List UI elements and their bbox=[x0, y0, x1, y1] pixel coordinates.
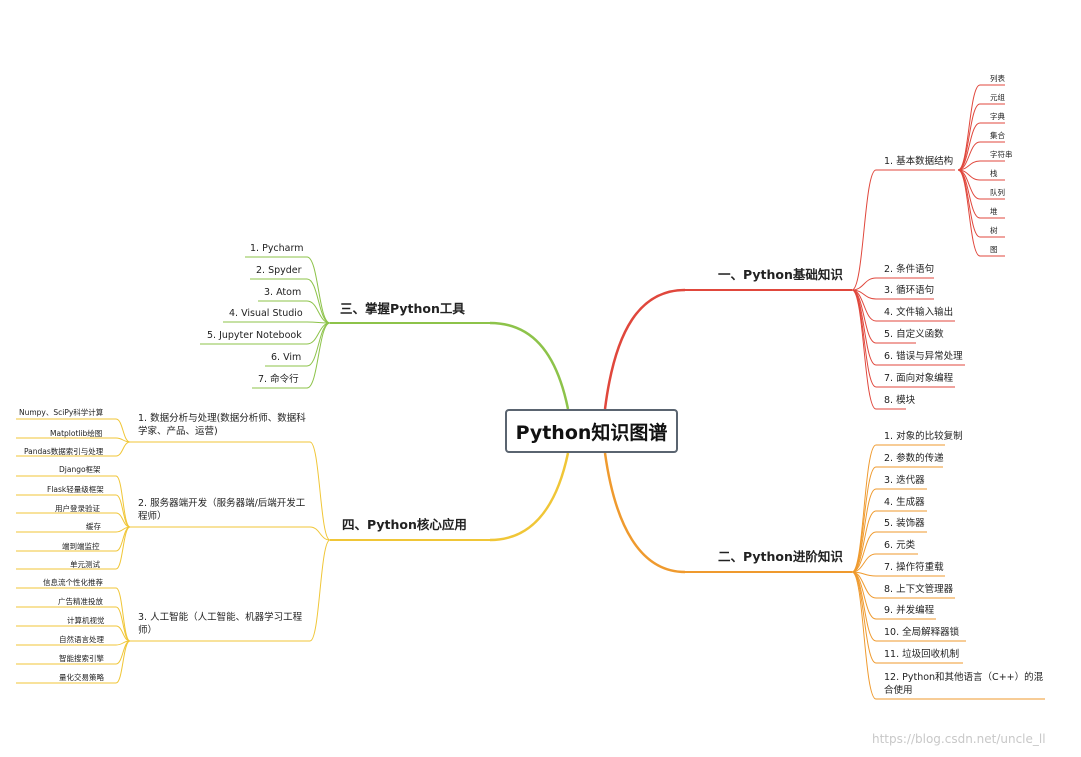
connector-b4-s3-leaf-6 bbox=[115, 640, 131, 684]
trunk-advanced bbox=[603, 452, 686, 574]
b2-item-3[interactable]: 3. 迭代器 bbox=[884, 475, 925, 486]
connector-b4-s1-leaf-2 bbox=[115, 437, 131, 443]
trunk-applications bbox=[489, 452, 570, 542]
root-label: Python知识图谱 bbox=[515, 421, 668, 444]
connector-b2-2 bbox=[851, 466, 877, 573]
connector-b2-12 bbox=[851, 571, 877, 700]
b4-s2-leaf-2[interactable]: Flask轻量级框架 bbox=[47, 485, 104, 494]
connector-b1-8 bbox=[851, 289, 877, 410]
b2-item-12[interactable]: 12. Python和其他语言（C++）的混合使用 bbox=[884, 672, 1044, 696]
b1-leaf-3[interactable]: 字典 bbox=[990, 112, 1005, 121]
connector-b1-1 bbox=[851, 169, 877, 291]
b4-s2-leaf-3[interactable]: 用户登录验证 bbox=[55, 504, 100, 513]
b1-leaf-6[interactable]: 栈 bbox=[990, 169, 998, 178]
b4-s2-leaf-4[interactable]: 缓存 bbox=[86, 522, 101, 531]
connector-b2-5 bbox=[851, 531, 877, 573]
b2-item-6[interactable]: 6. 元类 bbox=[884, 540, 916, 551]
connector-b3-1 bbox=[306, 256, 331, 324]
b4-s3-leaf-4[interactable]: 自然语言处理 bbox=[59, 635, 104, 644]
b1-leaf-2[interactable]: 元组 bbox=[990, 93, 1005, 102]
b3-item-4[interactable]: 4. Visual Studio bbox=[229, 308, 303, 319]
connector-b3-6 bbox=[306, 322, 331, 367]
connector-b4-s2-leaf-3 bbox=[115, 512, 131, 528]
connector-b3-3 bbox=[306, 300, 331, 324]
b1-leaf-9[interactable]: 树 bbox=[990, 226, 998, 235]
b3-item-2[interactable]: 2. Spyder bbox=[256, 265, 302, 276]
connector-b4-s3-leaf-2 bbox=[115, 606, 131, 642]
b2-item-9[interactable]: 9. 并发编程 bbox=[884, 605, 935, 616]
b3-item-3[interactable]: 3. Atom bbox=[264, 287, 302, 298]
trunk-basics bbox=[603, 288, 686, 410]
connector-b4-s1-leaf-3 bbox=[115, 441, 131, 457]
root-topic[interactable]: Python知识图谱 bbox=[505, 409, 678, 453]
b1-leaf-8[interactable]: 堆 bbox=[990, 207, 998, 216]
trunk-tools bbox=[489, 321, 570, 410]
connector-b3-2 bbox=[306, 278, 331, 324]
b1-item-4[interactable]: 4. 文件输入输出 bbox=[884, 307, 954, 318]
b2-item-8[interactable]: 8. 上下文管理器 bbox=[884, 584, 954, 595]
b4-s3-leaf-1[interactable]: 信息流个性化推荐 bbox=[43, 578, 103, 587]
b3-item-1[interactable]: 1. Pycharm bbox=[250, 243, 304, 254]
connector-b1-leaf-10 bbox=[957, 169, 981, 257]
connector-b4-s3-leaf-3 bbox=[115, 625, 131, 642]
b1-leaf-4[interactable]: 集合 bbox=[990, 131, 1005, 140]
branch-advanced[interactable]: 二、Python进阶知识 bbox=[718, 549, 843, 564]
b1-leaf-1[interactable]: 列表 bbox=[990, 74, 1005, 83]
b4-s2-leaf-1[interactable]: Django框架 bbox=[59, 465, 101, 474]
b4-s3-leaf-6[interactable]: 量化交易策略 bbox=[59, 673, 104, 682]
connector-b1-leaf-2 bbox=[957, 103, 981, 171]
b4-s3-leaf-3[interactable]: 计算机视觉 bbox=[67, 616, 105, 625]
b4-sub-1[interactable]: 1. 数据分析与处理(数据分析师、数据科学家、产品、运营) bbox=[138, 413, 306, 437]
b1-item-2[interactable]: 2. 条件语句 bbox=[884, 264, 935, 275]
b2-item-4[interactable]: 4. 生成器 bbox=[884, 497, 925, 508]
b4-s1-leaf-2[interactable]: Matplotlib绘图 bbox=[50, 429, 103, 438]
connector-b3-7 bbox=[306, 322, 331, 389]
connector-b2-3 bbox=[851, 488, 877, 573]
b4-s2-leaf-5[interactable]: 端到端监控 bbox=[62, 542, 100, 551]
branch-applications[interactable]: 四、Python核心应用 bbox=[342, 517, 467, 532]
connector-b2-9 bbox=[851, 571, 877, 620]
connector-b4-s1-leaf-1 bbox=[115, 418, 131, 443]
b2-item-7[interactable]: 7. 操作符重载 bbox=[884, 562, 944, 573]
b4-s3-leaf-5[interactable]: 智能搜索引擎 bbox=[59, 654, 104, 663]
connector-b4-sub-1 bbox=[309, 441, 331, 541]
branch-tools[interactable]: 三、掌握Python工具 bbox=[340, 301, 465, 316]
connector-b2-1 bbox=[851, 444, 877, 573]
branch-basics[interactable]: 一、Python基础知识 bbox=[718, 267, 843, 282]
connector-b2-6 bbox=[851, 553, 877, 573]
b4-sub-3[interactable]: 3. 人工智能（人工智能、机器学习工程师） bbox=[138, 612, 303, 636]
b1-leaf-5[interactable]: 字符串 bbox=[990, 150, 1013, 159]
b1-leaf-10[interactable]: 图 bbox=[990, 245, 998, 254]
b1-item-7[interactable]: 7. 面向对象编程 bbox=[884, 373, 954, 384]
b1-item-5[interactable]: 5. 自定义函数 bbox=[884, 329, 944, 340]
connector-b4-s2-leaf-2 bbox=[115, 494, 131, 528]
b3-item-6[interactable]: 6. Vim bbox=[271, 352, 302, 363]
b1-item-1[interactable]: 1. 基本数据结构 bbox=[884, 156, 954, 167]
b4-sub-2[interactable]: 2. 服务器端开发（服务器端/后端开发工程师） bbox=[138, 498, 306, 522]
b4-s2-leaf-6[interactable]: 单元测试 bbox=[70, 560, 100, 569]
connector-b1-2 bbox=[851, 277, 877, 291]
connector-b1-leaf-3 bbox=[957, 122, 981, 171]
b3-item-5[interactable]: 5. Jupyter Notebook bbox=[207, 330, 302, 341]
b2-item-2[interactable]: 2. 参数的传递 bbox=[884, 453, 944, 464]
b3-item-7[interactable]: 7. 命令行 bbox=[258, 374, 299, 385]
b1-item-8[interactable]: 8. 模块 bbox=[884, 395, 916, 406]
b2-item-1[interactable]: 1. 对象的比较复制 bbox=[884, 431, 963, 442]
b1-item-3[interactable]: 3. 循环语句 bbox=[884, 285, 935, 296]
watermark: https://blog.csdn.net/uncle_ll bbox=[872, 732, 1046, 746]
connector-b4-sub-3 bbox=[309, 539, 331, 642]
b4-s1-leaf-1[interactable]: Numpy、SciPy科学计算 bbox=[19, 408, 104, 417]
connector-b1-leaf-4 bbox=[957, 141, 981, 171]
b1-leaf-7[interactable]: 队列 bbox=[990, 188, 1005, 197]
b2-item-5[interactable]: 5. 装饰器 bbox=[884, 518, 925, 529]
b1-item-6[interactable]: 6. 错误与异常处理 bbox=[884, 351, 963, 362]
connector-b4-s2-leaf-6 bbox=[115, 526, 131, 570]
b2-item-11[interactable]: 11. 垃圾回收机制 bbox=[884, 649, 960, 660]
b2-item-10[interactable]: 10. 全局解释器锁 bbox=[884, 627, 960, 638]
b4-s1-leaf-3[interactable]: Pandas数据索引与处理 bbox=[24, 447, 104, 456]
connector-b4-sub-2 bbox=[309, 526, 331, 541]
b4-s3-leaf-2[interactable]: 广告精准投放 bbox=[58, 597, 103, 606]
